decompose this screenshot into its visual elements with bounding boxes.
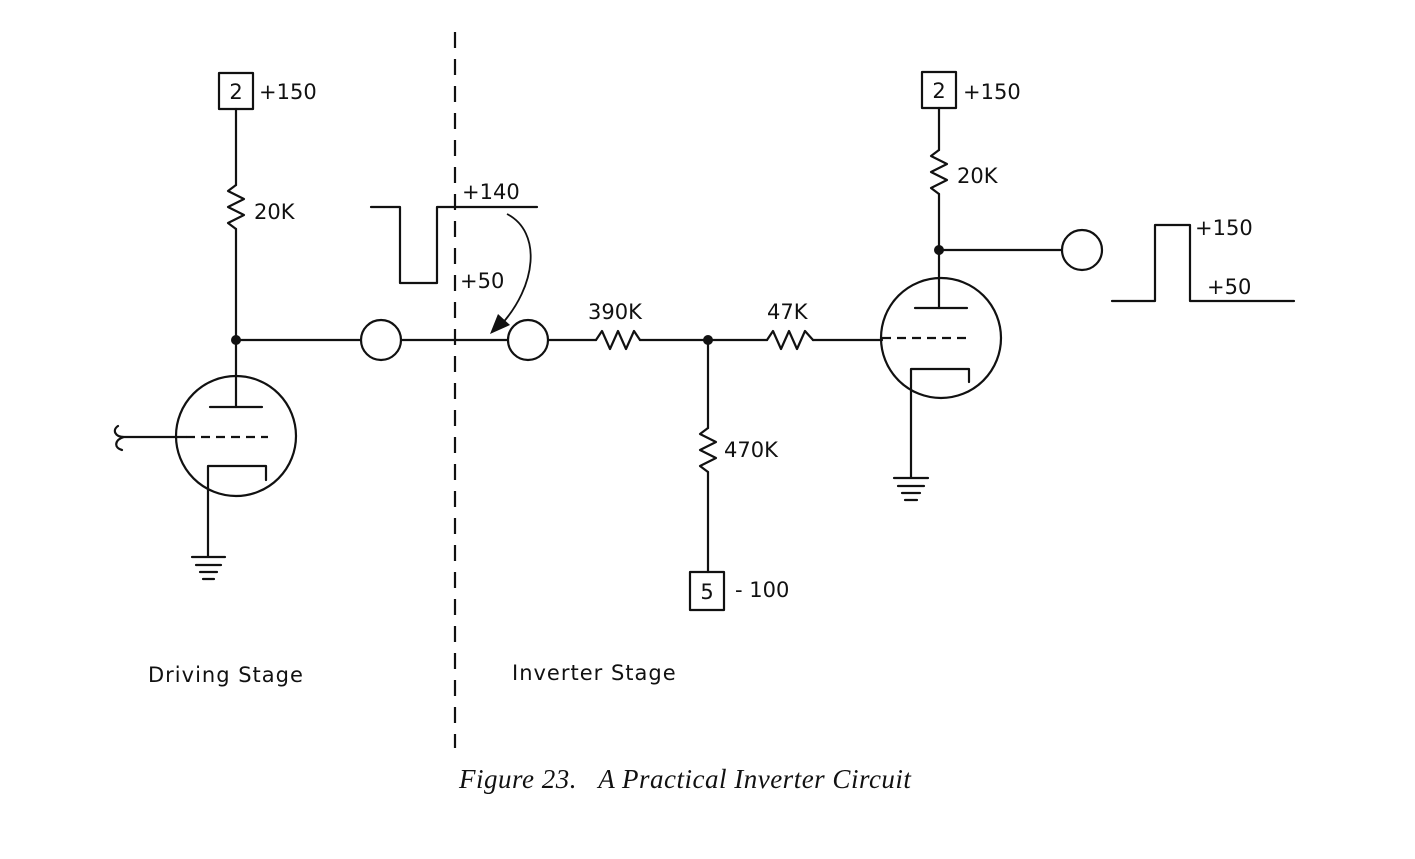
grid-resistor-label: 47K: [767, 300, 809, 324]
47k-resistor: [765, 329, 815, 351]
bias-supply-terminal: 5: [688, 570, 726, 612]
right-20k-resistor: [929, 148, 949, 196]
output-pulse-waveform: [1110, 223, 1296, 303]
inverter-input-connector: [506, 318, 550, 362]
output-connector: [1060, 228, 1104, 272]
input-pulse-waveform: [369, 205, 539, 285]
left-resistor-label: 20K: [254, 200, 296, 224]
left-ground-icon: [190, 555, 227, 581]
figure-caption: Figure 23. A Practical Inverter Circuit: [458, 764, 912, 794]
470k-resistor: [698, 426, 718, 474]
arrow-head-icon: [490, 314, 510, 334]
input-low-level: +50: [460, 269, 504, 293]
right-tube-cathode: [909, 367, 971, 394]
bias-resistor-label: 470K: [724, 438, 779, 462]
inverter-stage-label: Inverter Stage: [512, 661, 677, 685]
left-connector: [359, 318, 403, 362]
390k-resistor: [594, 329, 642, 351]
left-20k-resistor: [226, 183, 246, 231]
right-resistor-label: 20K: [957, 164, 999, 188]
left-supply-terminal: 2: [217, 71, 255, 111]
driving-stage-label: Driving Stage: [148, 663, 304, 687]
output-low-level: +50: [1207, 275, 1251, 299]
left-vacuum-tube: [174, 338, 298, 498]
right-supply-voltage: +150: [963, 80, 1021, 104]
right-terminal-number: 2: [932, 79, 945, 103]
right-ground-icon: [892, 476, 930, 502]
left-supply-voltage: +150: [259, 80, 317, 104]
right-supply-terminal: 2: [920, 70, 958, 110]
left-terminal-number: 2: [229, 80, 242, 104]
series-resistor-label: 390K: [588, 300, 643, 324]
waveform-pointer-arrow: [499, 213, 532, 327]
right-vacuum-tube: [879, 276, 1003, 400]
left-input-lead: [113, 424, 188, 452]
input-high-level: +140: [462, 180, 520, 204]
bias-terminal-number: 5: [700, 580, 713, 604]
left-tube-cathode: [206, 464, 268, 490]
output-high-level: +150: [1195, 216, 1253, 240]
bias-supply-voltage: - 100: [735, 578, 789, 602]
